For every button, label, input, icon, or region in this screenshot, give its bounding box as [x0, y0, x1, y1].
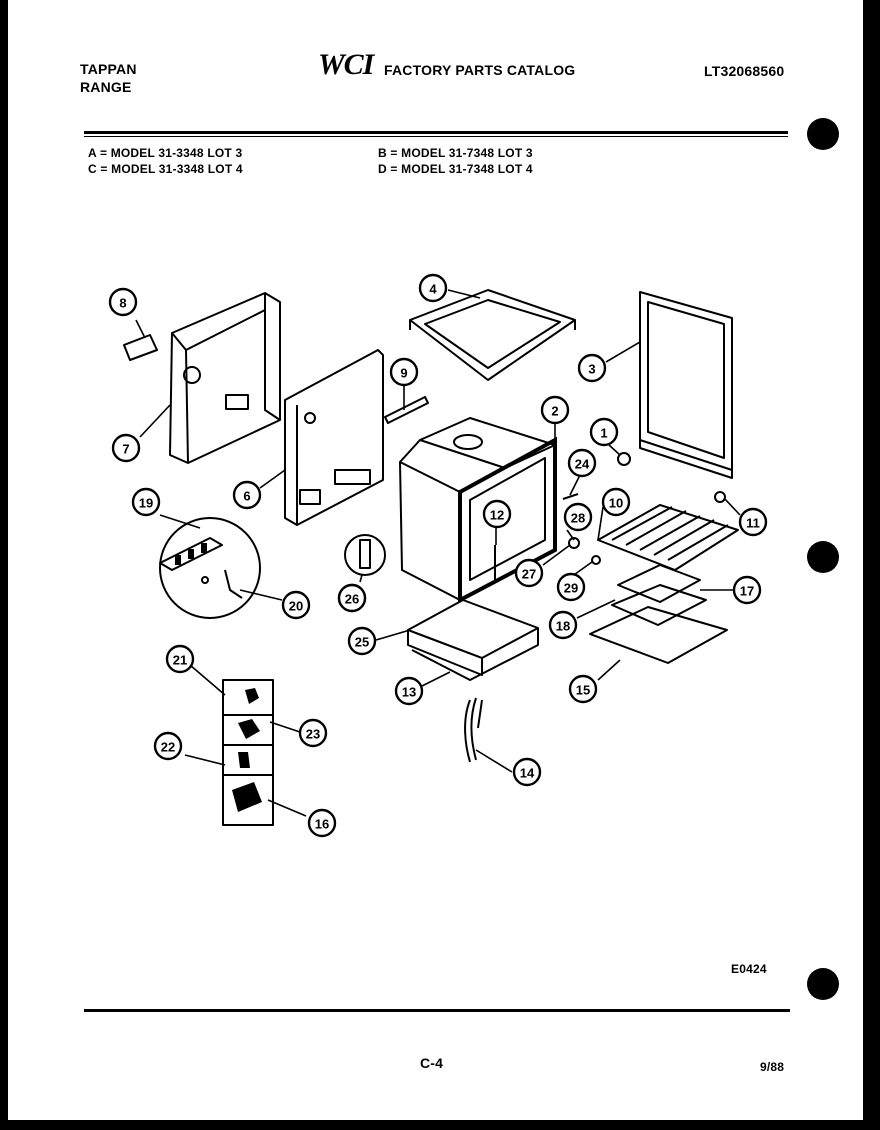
callout-label: 4 — [429, 282, 437, 297]
model-a: A = MODEL 31-3348 LOT 3 — [88, 146, 243, 160]
callout-bubble — [567, 448, 597, 478]
binder-hole-middle — [807, 541, 839, 573]
top-panel-part — [409, 289, 576, 381]
drawer-part — [407, 599, 539, 681]
callout-label: 12 — [490, 508, 504, 523]
broiler-pan-part — [611, 584, 707, 626]
broiler-grid-part — [617, 564, 701, 603]
model-c: C = MODEL 31-3348 LOT 4 — [88, 162, 243, 176]
callout-bubble — [514, 558, 544, 588]
header-rule-thin — [84, 136, 788, 137]
callout-label: 20 — [289, 599, 303, 614]
callout-bubble — [568, 674, 598, 704]
clip-part — [714, 491, 726, 503]
callout-label: 9 — [400, 366, 407, 381]
product-type: RANGE — [80, 79, 132, 95]
callout-bubble — [165, 644, 195, 674]
callout-bubble — [307, 808, 337, 838]
callout-bubble — [153, 731, 183, 761]
callout-bubble — [732, 575, 762, 605]
footer-rule — [84, 1009, 790, 1012]
figure-code: E0424 — [731, 962, 767, 976]
callout-bubble — [563, 502, 593, 532]
callout-group: 8439217246191011122620282729261725182113… — [108, 273, 768, 838]
oven-rack-part — [597, 504, 739, 571]
callout-label: 10 — [609, 496, 623, 511]
page-number: C-4 — [420, 1055, 444, 1071]
callout-label: 19 — [139, 496, 153, 511]
callout-bubble — [589, 417, 619, 447]
callout-label: 14 — [520, 766, 535, 781]
callout-label: 8 — [119, 296, 126, 311]
callout-bubble — [111, 433, 141, 463]
callout-bubble — [548, 610, 578, 640]
callout-label: 7 — [122, 442, 129, 457]
callout-bubble — [131, 487, 161, 517]
callout-bubble — [577, 353, 607, 383]
knob-part — [617, 452, 631, 466]
bushing-part — [568, 537, 580, 549]
callout-label: 23 — [306, 727, 320, 742]
callout-label: 3 — [588, 362, 595, 377]
header-rule — [84, 131, 788, 134]
callout-label: 6 — [243, 489, 250, 504]
oven-body-part — [399, 417, 557, 604]
callout-label: 1 — [600, 426, 607, 441]
callout-bubble — [418, 273, 448, 303]
callout-bubble — [556, 572, 586, 602]
catalog-sheet — [8, 0, 863, 1120]
valve-stack-part — [222, 679, 274, 826]
callout-bubble — [738, 507, 768, 537]
model-d: D = MODEL 31-7348 LOT 4 — [378, 162, 533, 176]
brand-name: TAPPAN — [80, 61, 137, 77]
callout-bubble — [298, 718, 328, 748]
callout-label: 16 — [315, 817, 329, 832]
side-panel-part — [169, 292, 281, 464]
oven-door-part — [639, 291, 733, 479]
pad-part — [123, 334, 158, 361]
back-panel-part — [284, 349, 384, 526]
wci-logo: WCI — [318, 48, 374, 81]
binder-hole-bottom — [807, 968, 839, 1000]
callout-label: 21 — [173, 653, 187, 668]
callout-label: 27 — [522, 567, 536, 582]
callout-label: 24 — [575, 457, 590, 472]
callout-label: 17 — [740, 584, 754, 599]
callout-label: 15 — [576, 683, 590, 698]
callout-bubble — [540, 395, 570, 425]
callout-bubble — [337, 583, 367, 613]
callout-bubble — [389, 357, 419, 387]
callout-bubble — [394, 676, 424, 706]
callout-bubble — [482, 499, 512, 529]
callout-label: 13 — [402, 685, 416, 700]
callout-label: 11 — [746, 516, 760, 531]
callout-label: 18 — [556, 619, 570, 634]
igniter-part — [344, 534, 386, 576]
catalog-title: FACTORY PARTS CATALOG — [384, 62, 576, 78]
washer-part — [591, 555, 601, 565]
callout-label: 28 — [571, 511, 585, 526]
callout-bubble — [232, 480, 262, 510]
revision-date: 9/88 — [760, 1060, 785, 1074]
binder-hole-top — [807, 118, 839, 150]
callout-bubble — [601, 487, 631, 517]
spring-part — [464, 697, 483, 763]
callout-bubble — [281, 590, 311, 620]
callout-bubble — [347, 626, 377, 656]
model-b: B = MODEL 31-7348 LOT 3 — [378, 146, 533, 160]
callout-label: 29 — [564, 581, 578, 596]
callout-label: 22 — [161, 740, 175, 755]
callout-label: 25 — [355, 635, 369, 650]
screw-part — [562, 493, 579, 500]
leader-lines — [135, 289, 741, 817]
callout-label: 2 — [551, 404, 558, 419]
catalog-number: LT32068560 — [704, 63, 785, 79]
drawer-panel-part — [589, 606, 728, 664]
callout-bubble — [108, 287, 138, 317]
callout-bubble — [512, 757, 542, 787]
hinge-detail-part — [159, 517, 261, 619]
bracket-part — [384, 396, 429, 424]
callout-label: 26 — [345, 592, 359, 607]
